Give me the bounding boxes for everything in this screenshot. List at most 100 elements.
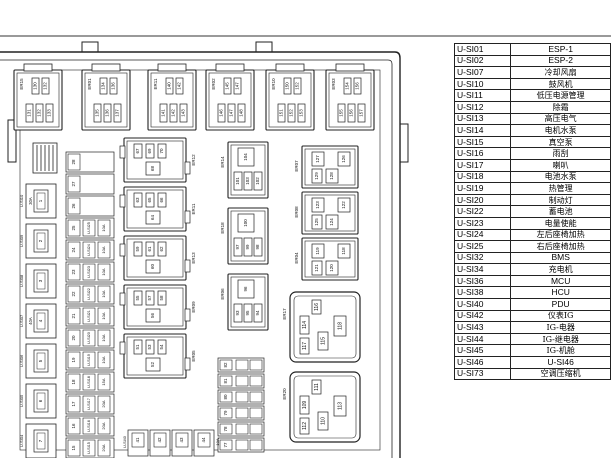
relay-code: ER20 xyxy=(282,388,287,400)
relay-code: ER13 xyxy=(191,252,196,264)
relay-code: ER04 xyxy=(294,252,299,264)
relay-code: ER17 xyxy=(282,308,287,320)
fuse: 7U-SI04 xyxy=(19,423,57,458)
vent-grid xyxy=(32,142,58,174)
relay-inner-frame xyxy=(126,287,184,327)
relay-tab xyxy=(119,194,126,208)
relay-code: ER14 xyxy=(220,156,225,168)
pin-number: 152 xyxy=(289,109,294,117)
relay-tab xyxy=(184,259,191,273)
fuse-body xyxy=(235,391,249,403)
legend-code: U-SI46 xyxy=(453,356,512,369)
fuse-label: U-SI25 xyxy=(87,222,91,234)
relay-inner-frame xyxy=(268,72,312,128)
pin xyxy=(311,151,325,167)
fuse-rating: 10A xyxy=(101,356,106,363)
fuse-label: U-SI04 xyxy=(19,434,24,447)
pin-number: 147 xyxy=(229,109,234,117)
relay-tab xyxy=(215,63,245,72)
legend-code: U-SI14 xyxy=(453,124,512,137)
legend-function: 高压电气 xyxy=(510,112,611,126)
pin xyxy=(325,260,339,276)
relay-code: ER15 xyxy=(19,78,24,90)
pin xyxy=(25,103,34,123)
fuse-label: U-SI09 xyxy=(19,234,24,247)
pin-number: 136 xyxy=(111,82,116,90)
fuse-number: 77 xyxy=(223,442,228,448)
bottom-fuse: 42 xyxy=(149,429,171,457)
fuse-number: 82 xyxy=(223,362,228,368)
bottom-fuse: 41U-SI40 xyxy=(123,429,149,457)
pin-number: 132 xyxy=(43,82,48,90)
legend-code: U-SI45 xyxy=(453,344,512,358)
fuse-body xyxy=(219,391,233,403)
legend-function: 电机水泵 xyxy=(510,124,611,137)
pin-number: 55 xyxy=(135,295,140,301)
fuse-label: U-SI05 xyxy=(19,394,24,407)
pin-number: 101 xyxy=(235,177,240,185)
pin xyxy=(233,171,243,191)
fuse-label: U-SI24 xyxy=(87,244,91,256)
fuse-number: 20 xyxy=(71,335,76,341)
pin-number: 146 xyxy=(219,109,224,117)
legend-function: 除霜 xyxy=(510,100,611,114)
relay-code: ER01 xyxy=(87,78,92,90)
pin-number: 114 xyxy=(302,321,308,329)
relay-frame xyxy=(123,235,187,281)
fuse-number: 25 xyxy=(71,225,76,231)
fuse-body xyxy=(33,389,49,413)
fuse-body xyxy=(97,373,111,391)
pin-number: 68 xyxy=(150,166,155,172)
pin xyxy=(157,241,167,257)
pin-number: 143 xyxy=(181,109,186,117)
pin xyxy=(233,303,243,323)
legend-code: U-SI12 xyxy=(453,100,512,114)
mini-fuse: 28 xyxy=(65,151,115,173)
fuse-label: U-SI19 xyxy=(87,354,91,366)
fuse-number: 78 xyxy=(223,426,228,432)
fuse-number: 22 xyxy=(71,291,76,297)
fuse-body xyxy=(235,375,249,387)
legend-function: IG-机舱 xyxy=(510,344,611,358)
relay-code: ER08 xyxy=(294,206,299,218)
pin-number: 102 xyxy=(255,177,260,185)
pin xyxy=(317,411,329,431)
pin xyxy=(347,103,356,123)
pin-number: 126 xyxy=(341,155,346,163)
pin xyxy=(109,77,118,95)
pin xyxy=(157,290,167,306)
fuse-element xyxy=(36,392,46,410)
pin xyxy=(311,197,325,213)
left-fuse-column: 130AU-SI102U-SI093U-SI08440AU-SI075U-SI0… xyxy=(19,183,57,458)
fuse-body xyxy=(97,263,111,281)
pin xyxy=(311,243,325,259)
fuse-body xyxy=(219,359,233,371)
fuse-body xyxy=(33,269,49,293)
pin xyxy=(325,214,339,230)
pin-number: 157 xyxy=(359,109,364,117)
fuse-body xyxy=(82,285,96,303)
pin xyxy=(343,77,352,95)
relay-tab xyxy=(184,357,191,371)
legend-code: U-SI40 xyxy=(453,298,512,311)
legend-code: U-SI43 xyxy=(453,321,512,334)
pin-number: 133 xyxy=(47,109,52,117)
legend-function: MCU xyxy=(510,274,611,288)
fuse-number: 23 xyxy=(71,269,76,275)
legend-code: U-SI15 xyxy=(453,135,512,149)
fuse-body xyxy=(219,439,233,451)
pin xyxy=(311,214,323,230)
